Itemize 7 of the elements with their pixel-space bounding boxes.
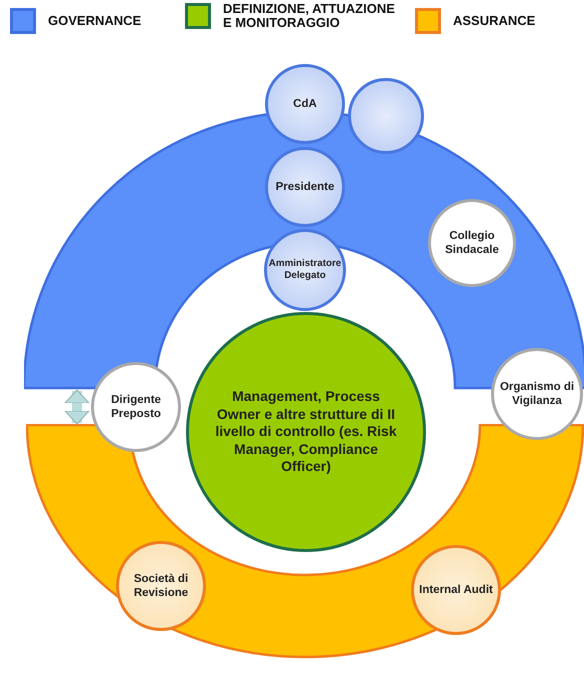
legend-label: ASSURANCE bbox=[453, 14, 536, 28]
role-circle: CdA bbox=[265, 64, 345, 144]
role-circle: Amministratore Delegato bbox=[264, 229, 346, 311]
legend-label: DEFINIZIONE, ATTUAZIONE E MONITORAGGIO bbox=[223, 2, 396, 30]
core-circle: Management, Process Owner e altre strutture di II livello di controllo (es. Risk Manager, Compliance Officer) bbox=[186, 312, 426, 552]
double-arrow bbox=[64, 390, 90, 424]
legend-label: GOVERNANCE bbox=[48, 14, 142, 28]
